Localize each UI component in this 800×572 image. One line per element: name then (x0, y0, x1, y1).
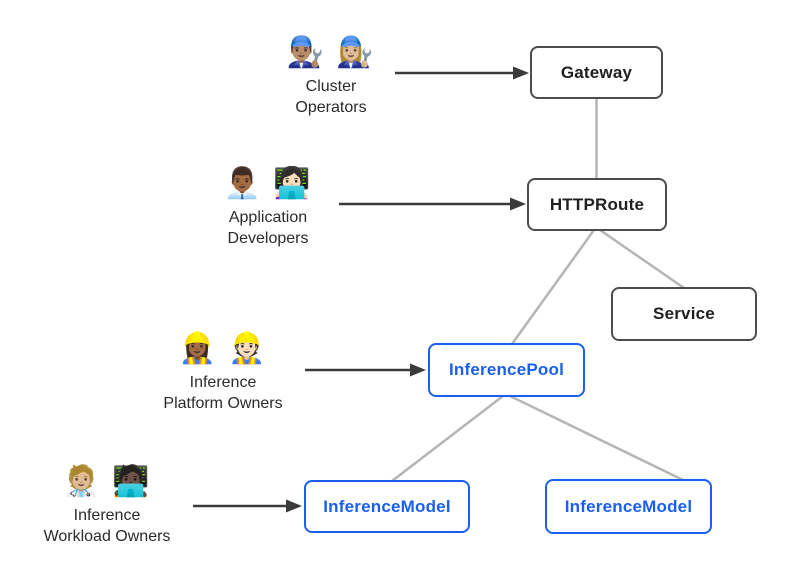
cluster-operators-label-line1: Cluster (305, 78, 357, 95)
inference-workload-owners-label: Inference Workload Owners (17, 505, 197, 547)
node-inferencemodel-left: InferenceModel (304, 480, 470, 533)
cluster-operators-label: Cluster Operators (241, 76, 421, 118)
inference-platform-owners-label-line2: Platform Owners (163, 395, 283, 412)
arrowhead-inferencepool (410, 363, 426, 377)
actor-inference-workload-owners: 🧑🏼‍⚕️ 🧑🏿‍💻 Inference Workload Owners (17, 461, 197, 547)
inference-workload-owners-label-line1: Inference (73, 507, 141, 524)
edge-httproute-inferencepool (510, 229, 596, 345)
inference-workload-owners-label-line2: Workload Owners (43, 528, 171, 545)
node-inferencemodel-right: InferenceModel (545, 479, 712, 534)
cluster-operators-emoji-icon: 👨🏽‍🔧 👩🏼‍🔧 (286, 36, 376, 69)
node-httproute: HTTPRoute (527, 178, 667, 231)
edge-inferencepool-inferencemodel-left (391, 395, 504, 482)
actor-cluster-operators: 👨🏽‍🔧 👩🏼‍🔧 Cluster Operators (241, 32, 421, 118)
application-developers-label-line1: Application (228, 209, 308, 226)
inference-platform-owners-emoji-icon: 👷🏾‍♀️ 👷🏻 (178, 332, 268, 365)
arrowhead-httproute (510, 197, 526, 211)
inference-platform-owners-label-line1: Inference (189, 374, 257, 391)
application-developers-emoji-icon: 👨🏾‍💼 👩🏻‍💻 (223, 167, 313, 200)
inference-platform-owners-label: Inference Platform Owners (133, 372, 313, 414)
actor-inference-platform-owners: 👷🏾‍♀️ 👷🏻 Inference Platform Owners (133, 328, 313, 414)
cluster-operators-label-line2: Operators (295, 99, 367, 116)
node-service: Service (611, 287, 757, 341)
actor-application-developers: 👨🏾‍💼 👩🏻‍💻 Application Developers (178, 163, 358, 249)
edge-httproute-service (599, 228, 685, 290)
inference-workload-owners-emoji-icon: 🧑🏼‍⚕️ 🧑🏿‍💻 (62, 465, 152, 498)
node-inferencepool: InferencePool (428, 343, 585, 397)
application-developers-label: Application Developers (178, 207, 358, 249)
arrowhead-inferencemodel (286, 499, 302, 513)
application-developers-label-line2: Developers (227, 230, 309, 247)
node-gateway: Gateway (530, 46, 663, 99)
arrowhead-gateway (513, 66, 529, 80)
edge-inferencepool-inferencemodel-right (509, 394, 684, 482)
